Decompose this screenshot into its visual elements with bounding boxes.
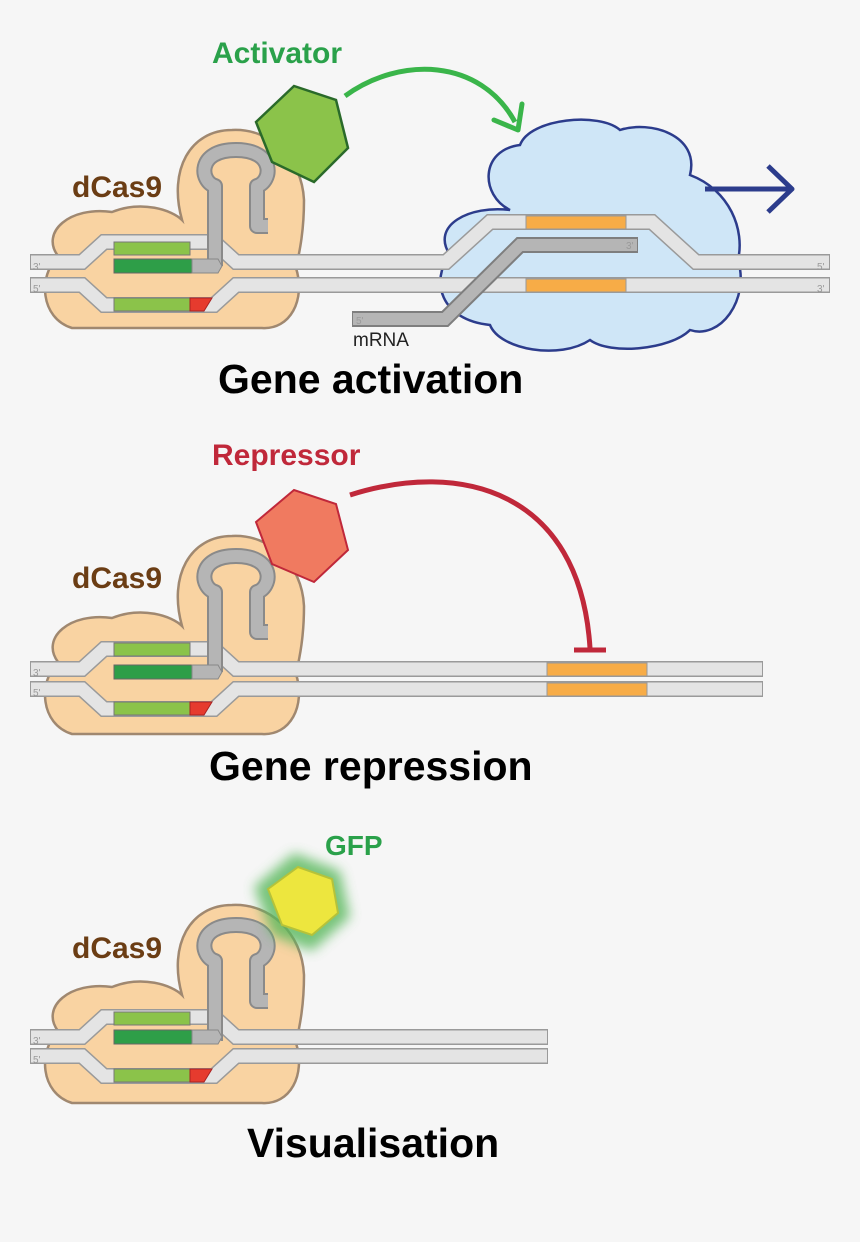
activator-arrowhead-icon <box>491 101 525 133</box>
guide-target-top <box>113 1011 191 1026</box>
strand-end-label: 5' <box>33 688 41 699</box>
repression-arc <box>349 479 593 649</box>
right-arrow-icon <box>705 164 795 214</box>
pam-site <box>189 701 213 716</box>
mrna-strand <box>352 237 638 327</box>
strand-end-label: 5' <box>817 262 825 273</box>
activator-label: Activator <box>212 37 342 70</box>
target-gene-bottom <box>546 682 648 697</box>
target-gene-bottom <box>525 278 627 293</box>
strand-end-label: 3' <box>817 284 825 295</box>
panel-activation: Activator <box>30 37 830 402</box>
panel-visualisation: GFP 3' 5' dCas9 Visualisation <box>30 830 548 1166</box>
panel-title: Gene repression <box>209 743 533 789</box>
target-gene-top <box>546 662 648 677</box>
strand-end-label: 5' <box>33 284 41 295</box>
dcas9-label: dCas9 <box>72 932 162 965</box>
panel-title: Gene activation <box>218 356 523 402</box>
guide-target-bottom <box>113 297 191 312</box>
strand-end-label: 3' <box>626 241 634 252</box>
guide-target-bottom <box>113 701 191 716</box>
panel-repression: Repressor 3' 5' dCas9 Gene repr <box>30 439 763 789</box>
repressor-protein <box>254 488 350 584</box>
guide-target-bottom <box>113 1068 191 1083</box>
panel-title: Visualisation <box>247 1120 499 1166</box>
strand-end-label: 3' <box>33 1036 41 1047</box>
pam-site <box>189 297 213 312</box>
activator-protein <box>254 84 350 184</box>
strand-end-label: 3' <box>33 262 41 273</box>
target-gene-top <box>525 215 627 230</box>
gfp-label: GFP <box>325 830 383 861</box>
guide-rna <box>113 548 276 680</box>
activator-arrow-icon <box>343 66 518 124</box>
mrna-label: mRNA <box>353 330 409 351</box>
pam-site <box>189 1068 213 1083</box>
strand-end-label: 3' <box>33 668 41 679</box>
strand-end-label: 5' <box>356 316 364 327</box>
guide-target-top <box>113 642 191 657</box>
guide-rna <box>113 917 276 1045</box>
guide-rna <box>113 142 276 274</box>
gfp-protein <box>254 853 350 951</box>
repressor-label: Repressor <box>212 439 361 472</box>
strand-end-label: 5' <box>33 1055 41 1066</box>
guide-target-top <box>113 241 191 256</box>
dcas9-label: dCas9 <box>72 171 162 204</box>
dcas9-label: dCas9 <box>72 562 162 595</box>
